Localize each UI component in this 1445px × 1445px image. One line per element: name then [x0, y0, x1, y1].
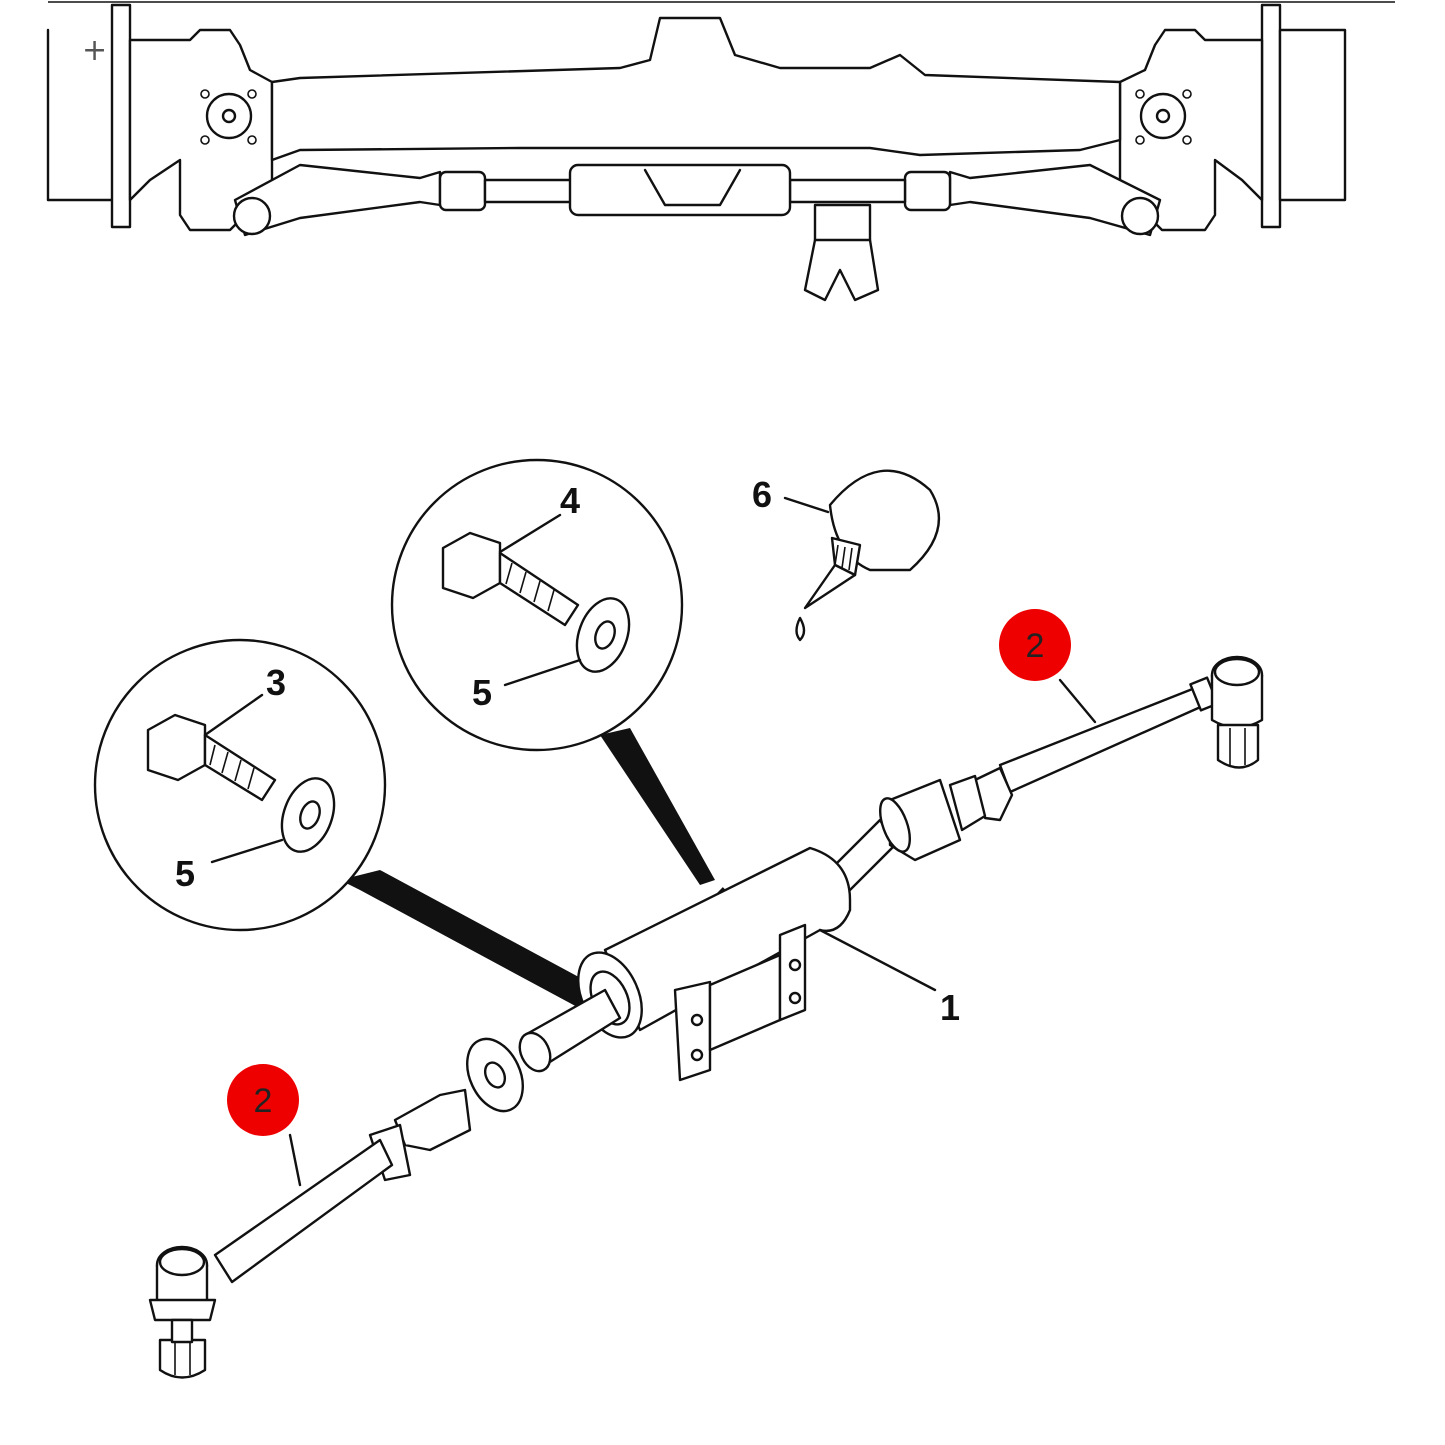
callout-2-right: 2 [1026, 627, 1045, 665]
piston-rod-left [466, 988, 622, 1113]
zoom-in-button[interactable]: + [82, 33, 107, 68]
threadlock-bottle-6 [795, 469, 940, 642]
detail-circle-bolt-3 [93, 638, 387, 932]
detail-circle-bolt-4 [390, 458, 684, 752]
steering-cylinder [577, 846, 852, 1082]
highlight-marker-left [227, 1064, 299, 1136]
callout-2-left: 2 [254, 1082, 273, 1120]
detail-leaders [340, 728, 783, 1030]
callout-1: 1 [940, 987, 960, 1028]
callout-labels: 1 2 2 3 5 4 5 6 [175, 474, 1071, 1136]
axle-assembly-overview [46, 1, 1395, 302]
callout-3: 3 [266, 662, 286, 703]
callout-6: 6 [752, 474, 772, 515]
callout-4: 4 [560, 480, 580, 521]
callout-leaders [203, 496, 1097, 1187]
callout-5-lower: 5 [175, 853, 195, 894]
piston-rod-right [828, 778, 962, 897]
highlight-marker-right [999, 609, 1071, 681]
tie-rod-right [948, 655, 1264, 832]
tie-rod-left [148, 1088, 472, 1379]
callout-5-upper: 5 [472, 672, 492, 713]
